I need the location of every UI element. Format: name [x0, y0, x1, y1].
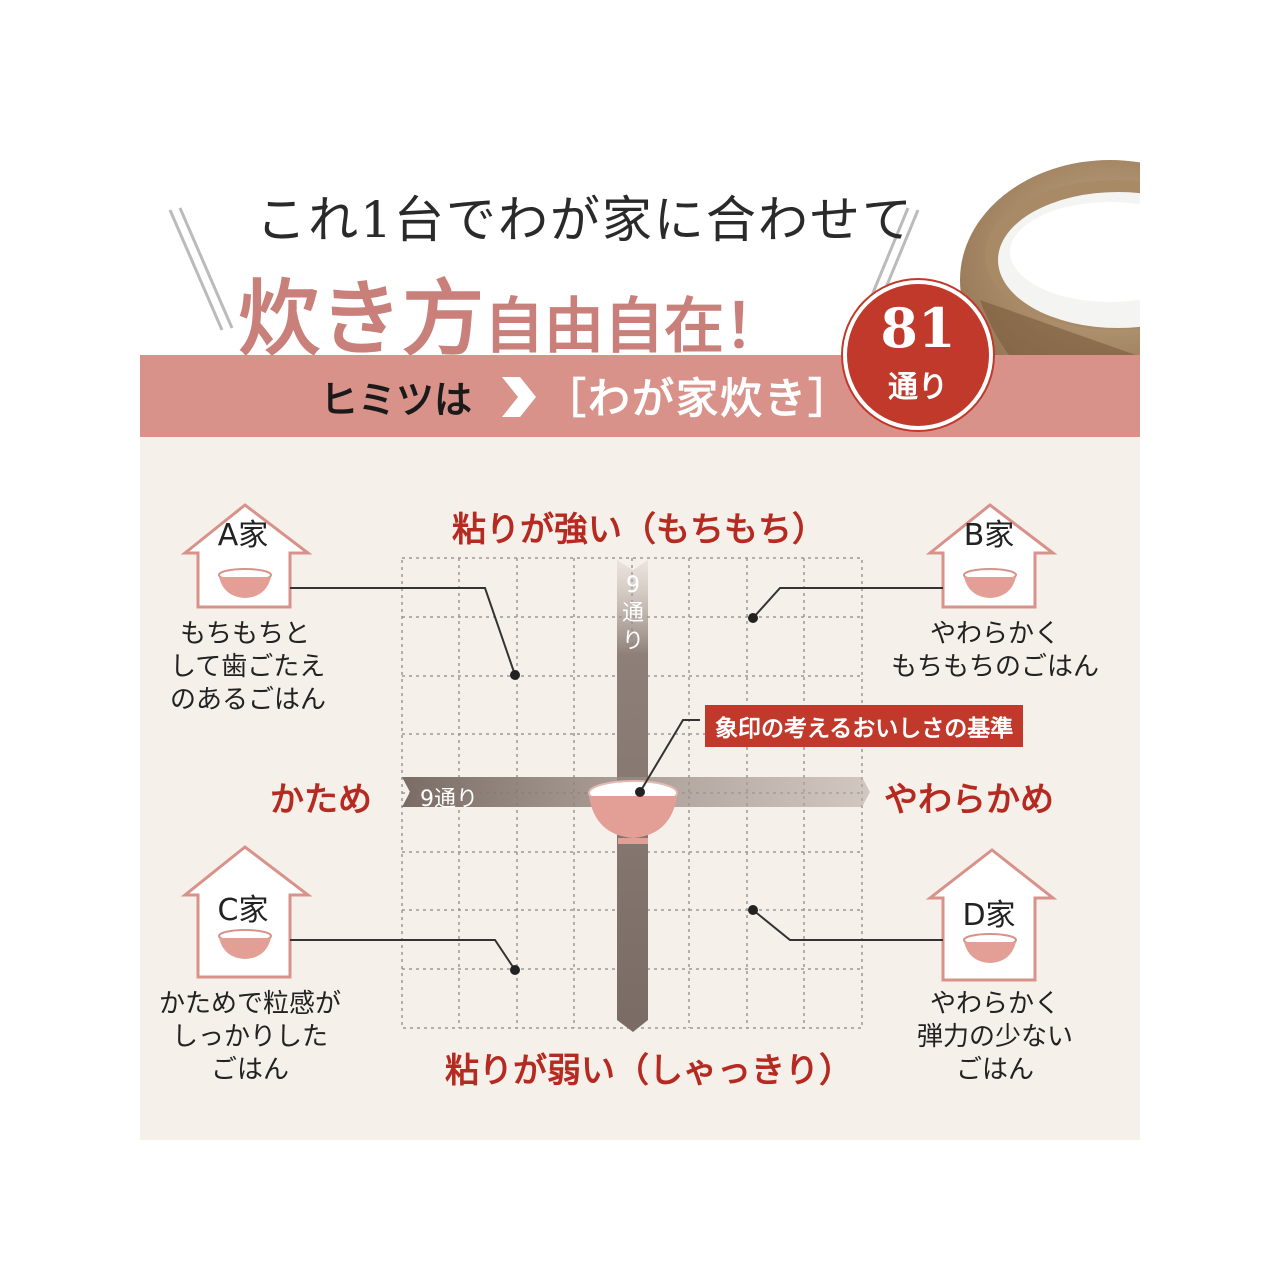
house-b-description: やわらかく もちもちのごはん [880, 618, 1110, 684]
house-c-title: C家 [217, 893, 269, 928]
description-line: もちもちのごはん [890, 652, 1099, 682]
description-line: しっかりした [171, 1022, 328, 1052]
texture-grid-diagram [180, 503, 1058, 1032]
axis-label-left: かため [270, 780, 372, 820]
house-a-description: もちもちと して歯ごたえ のあるごはん [170, 618, 327, 717]
axis-label-right: やわらかめ [884, 780, 1054, 820]
house-b-title: B家 [963, 518, 1015, 553]
headline-line2: 炊き方自由自在！ [238, 252, 784, 371]
chopstick-decoration [168, 207, 920, 331]
count-badge: 81 通り [843, 280, 993, 430]
house-d-title: D家 [962, 898, 1016, 933]
banner-feature-text: ［わが家炊き］ [544, 374, 853, 423]
banner-arrow-icon [502, 377, 536, 417]
leader-lines [290, 587, 943, 971]
vertical-count-label: 9通り [621, 573, 644, 654]
badge-number: 81 [880, 296, 956, 360]
leader-dots [510, 613, 758, 975]
headline-mid-text: 自由自在！ [484, 292, 785, 362]
house-c-description: かためで粒感が しっかりした ごはん [155, 988, 345, 1087]
standard-label: 象印の考えるおいしさの基準 [705, 705, 1024, 747]
description-line: 弾力の少ない [916, 1022, 1073, 1052]
description-line: して歯ごたえ [170, 652, 326, 682]
house-a-icon [180, 503, 313, 609]
house-a-title: A家 [217, 518, 269, 553]
badge-unit: 通り [888, 370, 948, 405]
axis-label-top: 粘りが強い（もちもち） [452, 510, 826, 550]
center-bowl-icon [588, 780, 678, 844]
headline-big-text: 炊き方 [238, 271, 485, 367]
axis-label-bottom: 粘りが弱い（しゃっきり） [445, 1051, 853, 1091]
house-d-icon [925, 848, 1058, 982]
horizontal-count-label: 9通り [420, 787, 478, 812]
house-d-description: やわらかく 弾力の少ない ごはん [910, 988, 1080, 1087]
diagram-panel: これ1台でわが家に合わせて 炊き方自由自在！ ヒミツは ［わが家炊き］ 81 通… [140, 140, 1140, 1140]
description-line: もちもちと [179, 619, 310, 649]
description-line: かためで粒感が [158, 989, 341, 1019]
banner-lead-text: ヒミツは [320, 378, 473, 422]
description-line: ごはん [955, 1055, 1034, 1085]
headline-line1: これ1台でわが家に合わせて [256, 191, 914, 249]
description-line: のあるごはん [170, 685, 327, 715]
house-b-icon [925, 503, 1058, 609]
house-c-icon [180, 845, 313, 979]
description-line: やわらかく [929, 989, 1060, 1019]
description-line: ごはん [210, 1055, 289, 1085]
description-line: やわらかく [929, 619, 1060, 649]
